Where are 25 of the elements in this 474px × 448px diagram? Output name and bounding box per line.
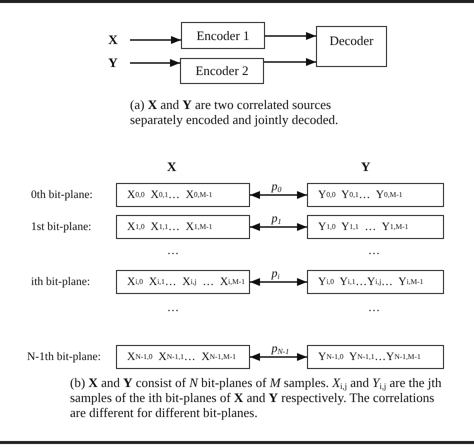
arrow bbox=[130, 36, 181, 44]
row-label: ith bit-plane: bbox=[31, 275, 90, 289]
column-header: X bbox=[167, 160, 176, 174]
ellipsis: … bbox=[167, 300, 179, 314]
arrow bbox=[130, 59, 180, 67]
row-label: 0th bit-plane: bbox=[31, 188, 93, 202]
double-arrow bbox=[250, 353, 307, 361]
double-arrow bbox=[250, 191, 307, 199]
caption: (b) X and Y consist of N bit-planes of M samples. X$_{i,j}$ and Y$_{i,j}$ are the jth samples of the ith bit-planes of X and Y respectively. The correlations are different for different bit-planes. bbox=[70, 375, 443, 420]
row-label: N-1th bit-plane: bbox=[27, 350, 101, 364]
double-arrow bbox=[250, 278, 307, 286]
column-header: Y bbox=[361, 160, 370, 174]
arrow bbox=[264, 58, 316, 66]
encoder-box: Encoder 2 bbox=[180, 58, 264, 84]
double-arrow bbox=[250, 223, 307, 231]
row-label: 1st bit-plane: bbox=[31, 220, 92, 234]
signal-label: X bbox=[106, 32, 120, 48]
signal-label: Y bbox=[106, 55, 120, 71]
caption: (a) X and Y are two correlated sources separately encoded and jointly decoded. bbox=[130, 97, 340, 127]
decoder-box: Decoder bbox=[316, 26, 387, 67]
ellipsis: … bbox=[368, 300, 380, 314]
ellipsis: … bbox=[167, 243, 179, 257]
arrow bbox=[265, 32, 316, 40]
encoder-box: Encoder 1 bbox=[181, 22, 265, 49]
ellipsis: … bbox=[368, 243, 380, 257]
